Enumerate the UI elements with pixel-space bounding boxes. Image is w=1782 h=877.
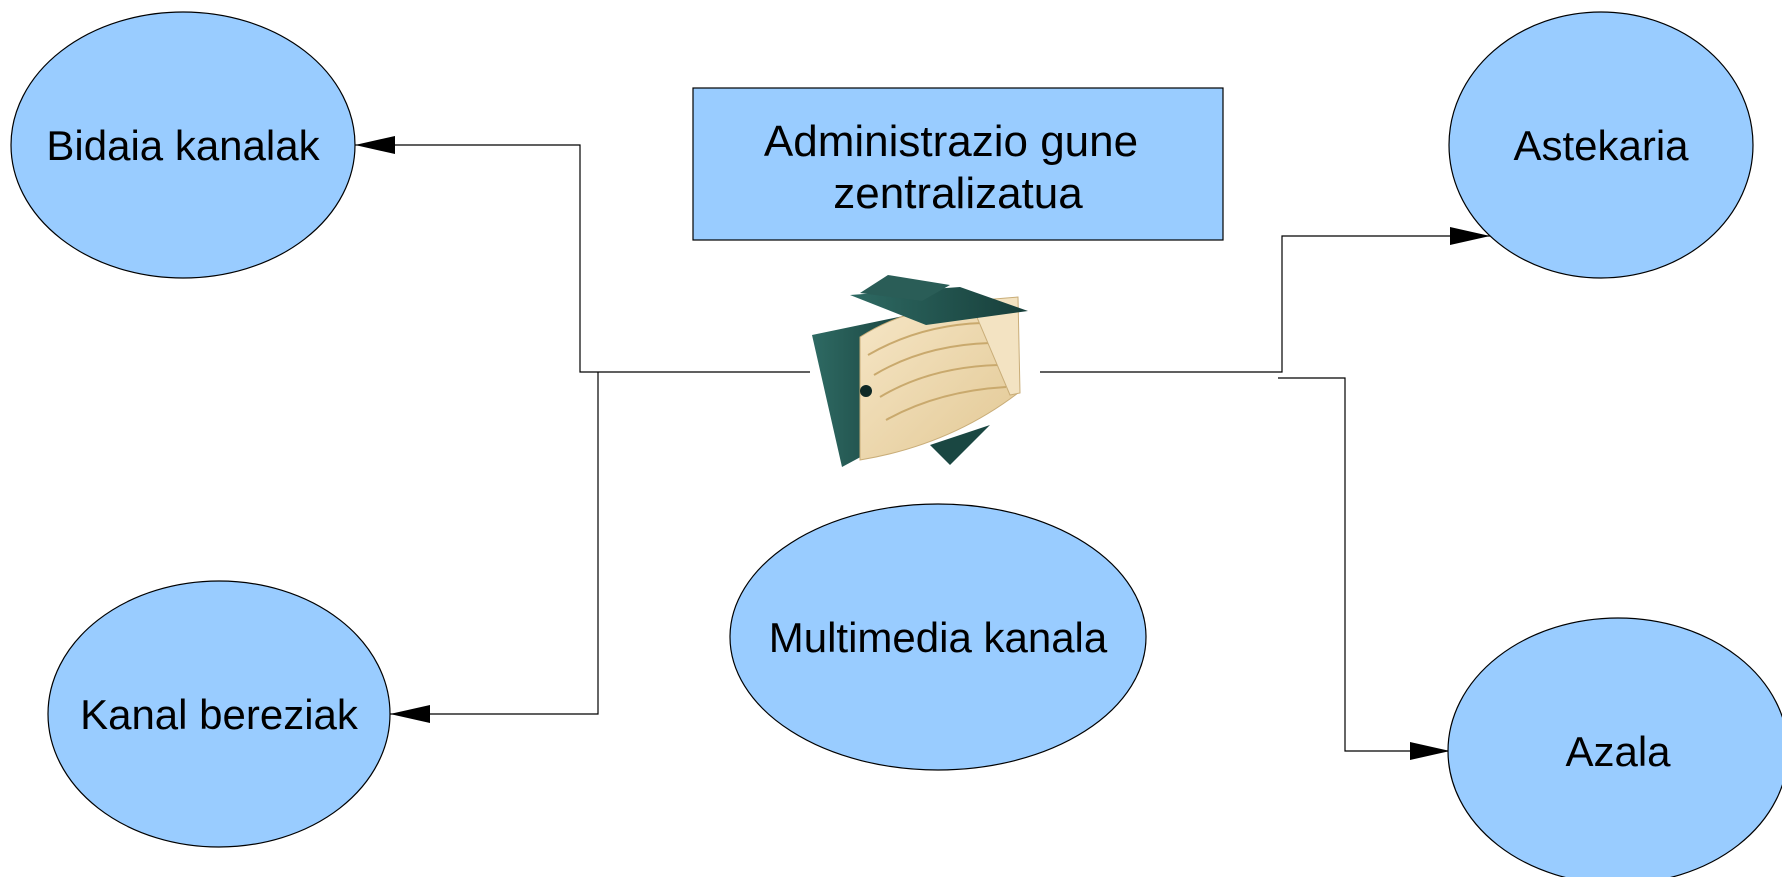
node-kanal-bereziak: Kanal bereziak [47, 580, 391, 848]
node-azala-shape [1447, 617, 1782, 877]
node-astekaria-shape [1448, 11, 1754, 279]
node-astekaria: Astekaria [1448, 11, 1754, 279]
connector-to-bidaia-kanalak [355, 136, 810, 373]
central-admin-box: Administrazio gune zentralizatua [692, 87, 1224, 241]
node-multimedia-kanala-shape [729, 503, 1147, 771]
node-multimedia-kanala: Multimedia kanala [729, 503, 1147, 771]
central-admin-box-title-line-1: Administrazio gune [764, 117, 1138, 166]
connector-to-astekaria [1040, 227, 1490, 373]
connectors [355, 136, 1490, 760]
central-admin-box-shape [692, 87, 1224, 241]
connector-to-kanal-bereziak [390, 372, 599, 723]
node-bidaia-kanalak-label: Bidaia kanalak [46, 122, 320, 169]
node-bidaia-kanalak: Bidaia kanalak [10, 11, 356, 279]
node-azala-label: Azala [1565, 728, 1671, 775]
accordion-folder-icon [812, 275, 1028, 467]
node-multimedia-kanala-label: Multimedia kanala [769, 614, 1108, 661]
node-astekaria-label: Astekaria [1513, 122, 1689, 169]
node-bidaia-kanalak-shape [10, 11, 356, 279]
central-admin-box-title-line-2: zentralizatua [833, 169, 1083, 218]
connector-to-azala [1278, 377, 1450, 760]
node-kanal-bereziak-shape [47, 580, 391, 848]
node-azala: Azala [1447, 617, 1782, 877]
node-kanal-bereziak-label: Kanal bereziak [80, 691, 359, 738]
